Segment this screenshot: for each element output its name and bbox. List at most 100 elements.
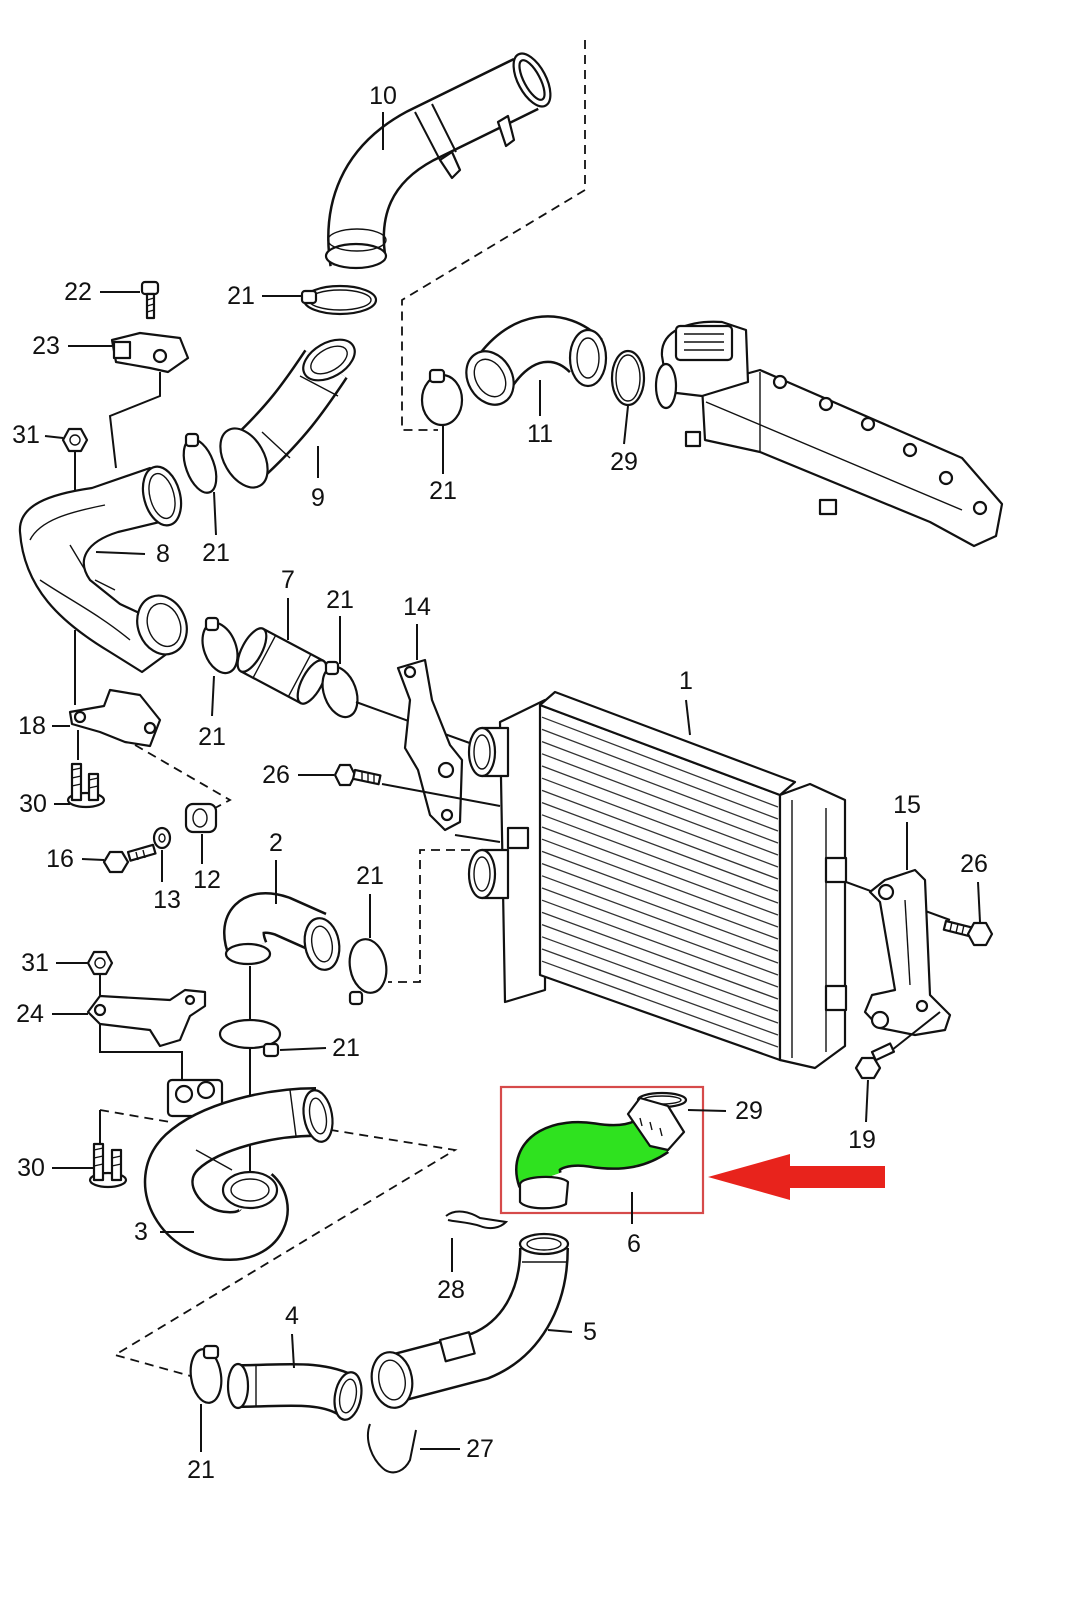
intercooler-fin	[541, 899, 779, 988]
rubber-mount	[166, 1078, 224, 1118]
clip-28	[445, 1210, 509, 1230]
intercooler-fin	[541, 948, 779, 1036]
hose-clamp-21	[189, 1344, 223, 1404]
highlight-frame	[499, 1085, 705, 1215]
intercooler-fin	[541, 753, 779, 844]
studs-30	[66, 762, 106, 809]
intercooler-fin	[541, 765, 779, 856]
bolt-19	[854, 1042, 896, 1080]
hose-5	[370, 1232, 570, 1409]
callout-5: 5	[583, 1318, 597, 1346]
screw-22	[140, 280, 160, 320]
callout-24: 24	[16, 1000, 44, 1028]
o-ring-29	[610, 349, 646, 407]
hose-4	[226, 1362, 363, 1421]
callout-30: 30	[17, 1154, 45, 1182]
bolt-16	[102, 843, 157, 874]
hose-clamp-21	[300, 284, 378, 316]
intercooler-fin	[541, 801, 779, 892]
intercooler-fin	[541, 789, 779, 880]
callout-13: 13	[153, 886, 181, 914]
callout-6: 6	[627, 1230, 641, 1258]
callout-31: 31	[21, 949, 49, 977]
charge-pipe-10	[324, 52, 552, 270]
callout-19: 19	[848, 1126, 876, 1154]
callout-23: 23	[32, 332, 60, 360]
intercooler-1	[467, 690, 848, 1070]
sensor-leader	[108, 372, 161, 469]
hose-clamp-21	[218, 1018, 282, 1058]
hose-6-highlighted	[515, 1096, 686, 1210]
callout-29: 29	[735, 1097, 763, 1125]
callout-21: 21	[326, 586, 354, 614]
intercooler-fin	[541, 923, 779, 1012]
mounting-boss	[824, 984, 848, 1012]
callout-28: 28	[437, 1276, 465, 1304]
hose-3	[143, 1087, 334, 1261]
guide-line-lower-inlet	[388, 849, 470, 983]
grommet-12	[184, 802, 218, 834]
intercooler-fin	[541, 960, 779, 1048]
intercooler-fins	[541, 716, 779, 1048]
upper-inlet	[467, 726, 510, 778]
callout-labels: 10 22 21 23 31 21 11 29 9 8 21 7 21 14 1…	[12, 82, 988, 1484]
callout-15: 15	[893, 791, 921, 819]
callout-26: 26	[960, 850, 988, 878]
mounting-boss	[506, 826, 530, 850]
callout-21: 21	[227, 282, 255, 310]
leader-lines	[44, 112, 981, 1452]
hose-clamp-21	[420, 368, 464, 427]
elbow-2	[223, 892, 341, 971]
clip-27	[366, 1423, 417, 1474]
intercooler-fin	[541, 936, 779, 1024]
callout-10: 10	[369, 82, 397, 110]
callout-22: 22	[64, 278, 92, 306]
bracket-14	[396, 658, 464, 832]
washer-13	[152, 826, 172, 850]
sensor-23	[110, 331, 190, 374]
callout-18: 18	[18, 712, 46, 740]
air-duct-8	[18, 465, 188, 674]
guide-line-mount	[99, 1109, 171, 1123]
hose-clamp-21	[348, 938, 388, 1006]
intercooler-fin	[541, 911, 779, 1000]
callout-9: 9	[311, 484, 325, 512]
intercooler-fin	[541, 862, 779, 952]
callout-8: 8	[156, 540, 170, 568]
guide-line-bottom	[112, 1124, 458, 1381]
hose-clamp-21	[321, 660, 359, 719]
assembly-line	[381, 783, 501, 807]
assembly-line	[454, 834, 501, 843]
callout-21: 21	[187, 1456, 215, 1484]
bracket-15	[863, 868, 952, 1037]
intercooler-fin	[541, 838, 779, 928]
studs-30	[88, 1142, 128, 1189]
callout-4: 4	[285, 1302, 299, 1330]
callout-11: 11	[527, 420, 553, 448]
callout-21: 21	[332, 1034, 360, 1062]
bolt-26	[942, 919, 994, 947]
callout-27: 27	[466, 1435, 494, 1463]
callout-31: 31	[12, 421, 40, 449]
callout-21: 21	[202, 539, 230, 567]
coupler-hose-7	[236, 627, 328, 705]
lower-inlet	[467, 848, 510, 900]
nut-31	[86, 950, 114, 976]
bolt-26	[333, 763, 382, 787]
callout-29: 29	[610, 448, 638, 476]
intercooler-fin	[541, 740, 779, 832]
assembly-line	[99, 1024, 183, 1082]
mounting-boss	[824, 856, 848, 884]
intercooler-fin	[541, 777, 779, 868]
callout-12: 12	[193, 866, 221, 894]
intercooler-fin	[541, 887, 779, 976]
callout-14: 14	[403, 593, 431, 621]
intercooler-fin	[541, 875, 779, 964]
callout-21: 21	[429, 477, 457, 505]
assembly-line	[891, 1011, 941, 1051]
callout-3: 3	[134, 1218, 148, 1246]
bracket-18	[68, 688, 162, 748]
intercooler-fin	[541, 826, 779, 916]
callout-30: 30	[19, 790, 47, 818]
